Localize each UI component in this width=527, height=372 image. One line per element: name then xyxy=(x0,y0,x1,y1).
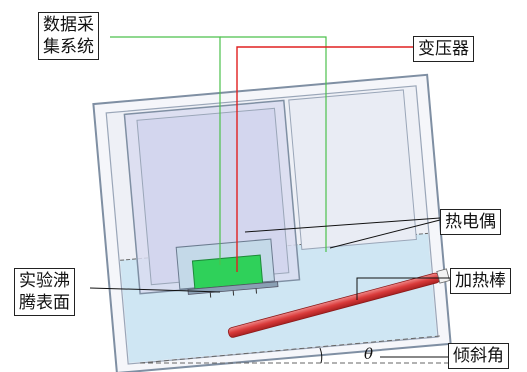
label-heating-rod-text: 加热棒 xyxy=(455,271,506,291)
tilt-reference xyxy=(139,335,441,364)
label-thermocouple: 热电偶 xyxy=(440,209,501,235)
label-data-acquisition: 数据采 集系统 xyxy=(38,12,99,60)
label-boiling-surface-line2: 腾表面 xyxy=(19,293,70,313)
red-wire xyxy=(236,46,415,272)
label-transformer: 变压器 xyxy=(413,36,474,62)
label-heating-rod: 加热棒 xyxy=(450,268,511,294)
theta-symbol: θ xyxy=(364,345,374,363)
label-boiling-surface: 实验沸 腾表面 xyxy=(14,268,75,316)
label-thermocouple-text: 热电偶 xyxy=(445,212,496,232)
green-wire-2 xyxy=(220,36,327,252)
label-transformer-text: 变压器 xyxy=(418,39,469,59)
angle-arc xyxy=(319,347,323,364)
surface-leader xyxy=(89,287,221,293)
thermocouple-leader-1 xyxy=(244,217,441,233)
heating-rod-leader xyxy=(356,277,450,300)
label-data-acquisition-line2: 集系统 xyxy=(43,37,94,57)
heating-rod xyxy=(227,268,451,338)
thermocouple-leader-2 xyxy=(329,219,441,249)
label-tilt-angle: 倾斜角 xyxy=(448,343,509,369)
label-tilt-angle-text: 倾斜角 xyxy=(453,346,504,366)
right-panel xyxy=(288,89,417,250)
label-boiling-surface-line1: 实验沸 xyxy=(19,271,70,291)
label-data-acquisition-line1: 数据采 xyxy=(43,15,94,35)
